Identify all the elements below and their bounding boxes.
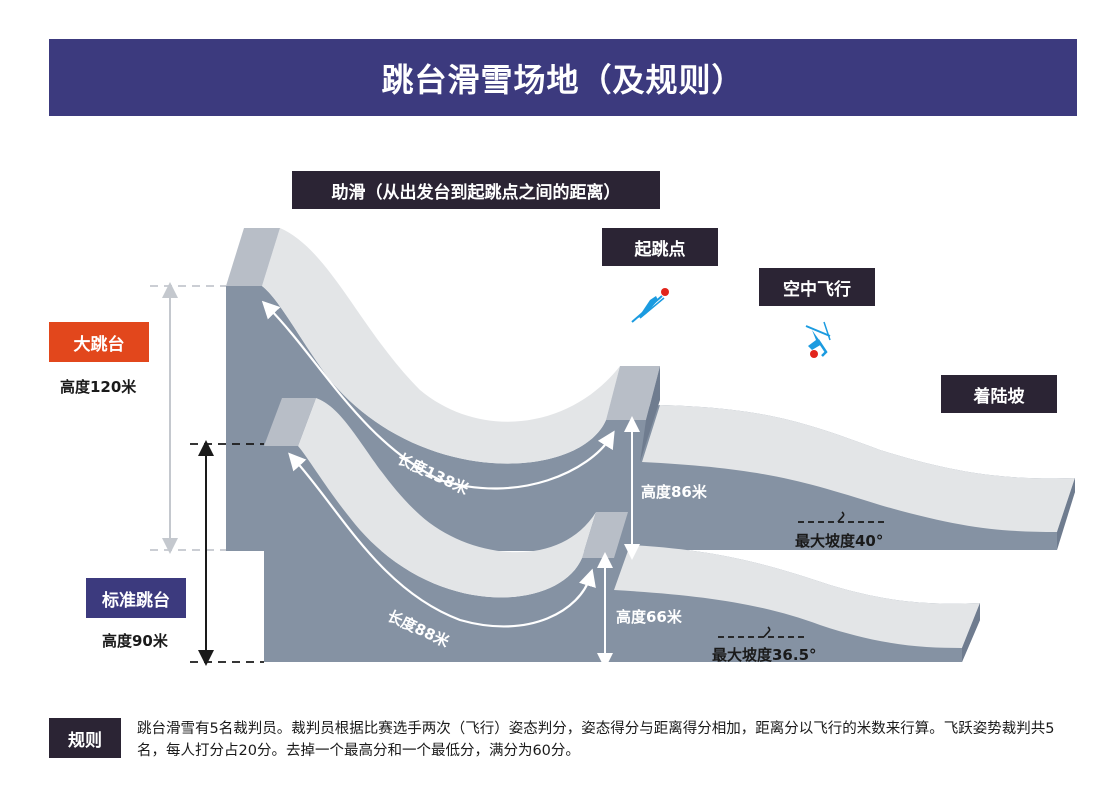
large-slope-angle-icon	[798, 511, 884, 523]
normal-landing-slope	[612, 545, 980, 662]
rules-text: 跳台滑雪有5名裁判员。裁判员根据比赛选手两次（飞行）姿态判分，姿态得分与距离得分…	[137, 721, 1055, 759]
normal-slope-label: 最大坡度36.5°	[712, 646, 817, 664]
normal-slope-angle-icon	[718, 626, 806, 638]
large-landing-slope	[640, 405, 1075, 550]
large-slope-label: 最大坡度40°	[795, 532, 884, 550]
takeoff-tag: 起跳点	[602, 228, 718, 266]
page-title: 跳台滑雪场地（及规则）	[49, 39, 1077, 116]
large-height-label: 高度120米	[60, 378, 137, 396]
normal-height-label: 高度90米	[102, 632, 168, 650]
landing-tag: 着陆坡	[941, 375, 1057, 413]
inrun-tag: 助滑（从出发台到起跳点之间的距离）	[292, 171, 660, 209]
large-hill-tag: 大跳台	[49, 322, 149, 362]
skier-takeoff-icon	[631, 288, 669, 323]
normal-length-arrow	[288, 452, 596, 628]
flight-tag: 空中飞行	[759, 268, 875, 306]
large-drop-label: 高度86米	[641, 483, 707, 501]
normal-hill-tag: 标准跳台	[86, 578, 186, 618]
rules-tag: 规则	[49, 718, 121, 758]
normal-drop-label: 高度66米	[616, 608, 682, 626]
skier-flight-icon	[805, 321, 831, 358]
